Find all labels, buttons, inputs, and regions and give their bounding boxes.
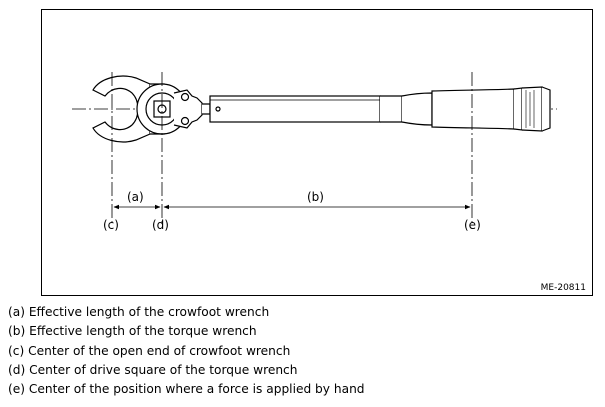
torque-wrench-grip [431, 86, 551, 132]
torque-wrench-head [136, 83, 211, 135]
torque-wrench-bar [209, 92, 433, 126]
legend: (a) Effective length of the crowfoot wre… [8, 303, 365, 399]
label-a: (a) [127, 190, 144, 204]
label-d: (d) [152, 218, 169, 232]
torque-wrench-diagram: (a) (b) (c) (d) (e) [72, 72, 557, 232]
legend-item-a: (a) Effective length of the crowfoot wre… [8, 305, 270, 319]
label-b: (b) [307, 190, 324, 204]
label-c: (c) [103, 218, 119, 232]
legend-item-b: (b) Effective length of the torque wrenc… [8, 324, 257, 339]
label-e: (e) [464, 218, 481, 232]
figure-id: ME-20811 [540, 283, 586, 293]
legend-item-d: (d) Center of drive square of the torque… [8, 362, 298, 377]
legend-item-e: (e) Center of the position where a force… [8, 382, 365, 397]
legend-item-c: (c) Center of the open end of crowfoot w… [8, 343, 291, 358]
diagram-frame: (a) (b) (c) (d) (e) ME-20811 [41, 9, 593, 296]
